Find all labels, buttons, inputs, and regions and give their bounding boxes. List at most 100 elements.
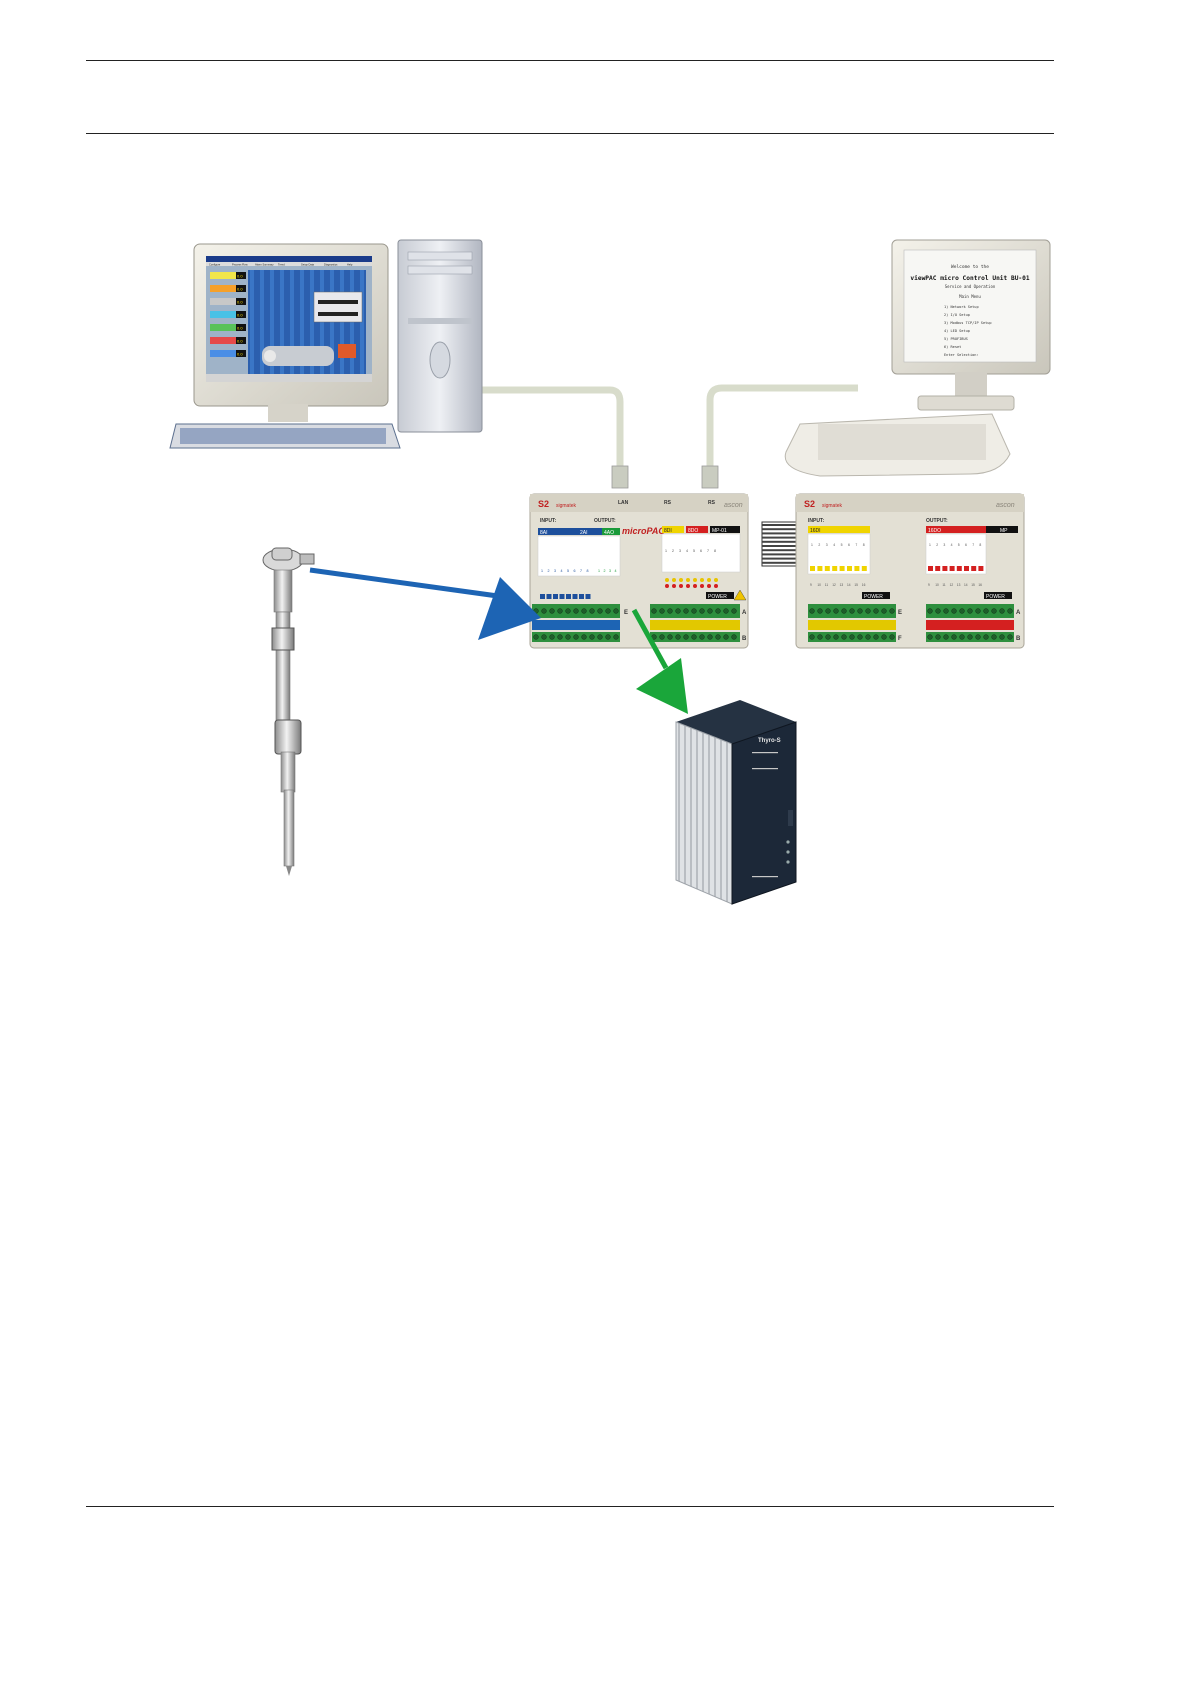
exp-do-led — [928, 566, 933, 571]
terminal-letter-e: E — [624, 610, 628, 616]
terminal-screw — [565, 608, 571, 614]
exp-do-number-hi: 9 — [928, 583, 930, 587]
terminal-screw — [715, 634, 721, 640]
terminal-screw — [857, 634, 863, 640]
hmi-value: 0.0 — [237, 339, 243, 344]
exp-do-number: 5 — [958, 543, 960, 547]
terminal-screw — [817, 608, 823, 614]
header-bottom-rule — [86, 133, 1054, 134]
terminal-screw — [589, 634, 595, 640]
terminal-screw — [825, 634, 831, 640]
terminal-screw — [605, 634, 611, 640]
hmi-menu-item[interactable]: Configure — [209, 263, 221, 267]
module-mp01: MP-01 — [712, 528, 727, 534]
footer-rule — [86, 1506, 1054, 1507]
terminal-screw — [999, 634, 1005, 640]
ai-channel-number: 8 — [587, 569, 589, 573]
ai-channel-number: 1 — [541, 569, 543, 573]
exp-di-number-hi: 14 — [847, 583, 851, 587]
do-led — [714, 584, 718, 588]
di-led — [672, 578, 676, 582]
hmi-value: 0.0 — [237, 352, 243, 357]
power-label-exp-1: POWER — [864, 594, 883, 600]
ai-channel-number: 2 — [548, 569, 550, 573]
exp-do-led — [935, 566, 941, 571]
terminal-screw — [959, 608, 965, 614]
signal-arrows — [309, 567, 688, 714]
pc-tower — [397, 239, 483, 433]
terminal-menu-item: 5) PROFIBUS — [944, 337, 968, 341]
exp-right-brand: ascon — [996, 502, 1015, 509]
exp-logo: S2 — [804, 499, 815, 509]
main-terminal-screws — [533, 608, 737, 640]
exp-di-number-hi: 12 — [832, 583, 836, 587]
hmi-menu-item[interactable]: Help — [347, 263, 353, 267]
terminal-screw — [541, 634, 547, 640]
hmi-value-tag — [210, 272, 236, 279]
controller-main: S2 sigmatek ascon LAN RS RS INPUT: OUTPU… — [529, 493, 749, 649]
terminal-screw — [833, 634, 839, 640]
ao-channel-number: 2 — [604, 569, 606, 573]
port-rs-2: RS — [708, 500, 716, 506]
hmi-process-values: 0.00.00.00.00.00.00.0 — [210, 272, 246, 357]
hmi-menu-item[interactable]: Process Flow — [232, 263, 248, 267]
terminal-screw — [541, 608, 547, 614]
terminal-screw — [873, 608, 879, 614]
hmi-menu-item[interactable]: Setup Data — [301, 263, 315, 267]
exp-di-number: 1 — [811, 543, 813, 547]
terminal-screw — [927, 634, 933, 640]
hmi-menu-item[interactable]: Trend — [278, 263, 285, 267]
exp-do-number-hi: 10 — [935, 583, 939, 587]
exp-di-led — [817, 566, 823, 571]
hmi-value: 0.0 — [237, 313, 243, 318]
module-4ao: 4AO — [604, 530, 614, 536]
exp-do-number: 8 — [979, 543, 981, 547]
exp-di-number-hi: 9 — [810, 583, 812, 587]
terminal-screw — [991, 634, 997, 640]
exp-brand: sigmatek — [822, 503, 843, 509]
module-8ai: 8AI — [540, 530, 548, 536]
terminal-screw — [667, 634, 673, 640]
ao-channel-number: 1 — [598, 569, 600, 573]
do-led — [672, 584, 676, 588]
terminal-menu-item: 3) Modbus TCP/IP Setup — [944, 321, 992, 325]
terminal-line1: Welcome to the — [951, 264, 989, 270]
hmi-menu-item[interactable]: Diagnostics — [324, 263, 338, 267]
port-rs-1: RS — [664, 500, 672, 506]
exp-do-number-hi: 13 — [957, 583, 961, 587]
hmi-value-box — [236, 272, 246, 279]
terminal-screw — [809, 634, 815, 640]
port-lan: LAN — [618, 500, 629, 506]
power-label-exp-2: POWER — [986, 594, 1005, 600]
hmi-menu-item[interactable]: Alarm Summary — [255, 263, 274, 267]
exp-do-led — [942, 566, 948, 571]
terminal-menu-item: 4) LED Setup — [944, 329, 970, 333]
exp-di-number-hi: 13 — [840, 583, 844, 587]
ai-channel-number: 4 — [561, 569, 563, 573]
terminal-screw — [983, 634, 989, 640]
terminal-screw — [809, 608, 815, 614]
terminal-menu-heading: Main Menu — [959, 294, 981, 299]
hmi-value-tag — [210, 337, 236, 344]
terminal-screw — [589, 608, 595, 614]
terminal-screw — [533, 634, 539, 640]
terminal-screw — [613, 608, 619, 614]
terminal-screw — [935, 634, 941, 640]
terminal-screw — [683, 608, 689, 614]
terminal-screw — [951, 608, 957, 614]
exp-di-number: 8 — [863, 543, 865, 547]
exp-di-led — [854, 566, 860, 571]
terminal-screw — [597, 608, 603, 614]
exp-letter-f: F — [898, 636, 902, 642]
terminal-menu-item: 2) I/O Setup — [944, 313, 970, 317]
di-led — [686, 578, 690, 582]
terminal-screw — [549, 608, 555, 614]
terminal-screw — [959, 634, 965, 640]
ai-terminal-tag — [585, 594, 591, 599]
ai-channel-number: 5 — [567, 569, 569, 573]
terminal-letter-a: A — [742, 610, 747, 616]
di-channel-number: 5 — [693, 549, 695, 553]
exp-do-led — [949, 566, 955, 571]
